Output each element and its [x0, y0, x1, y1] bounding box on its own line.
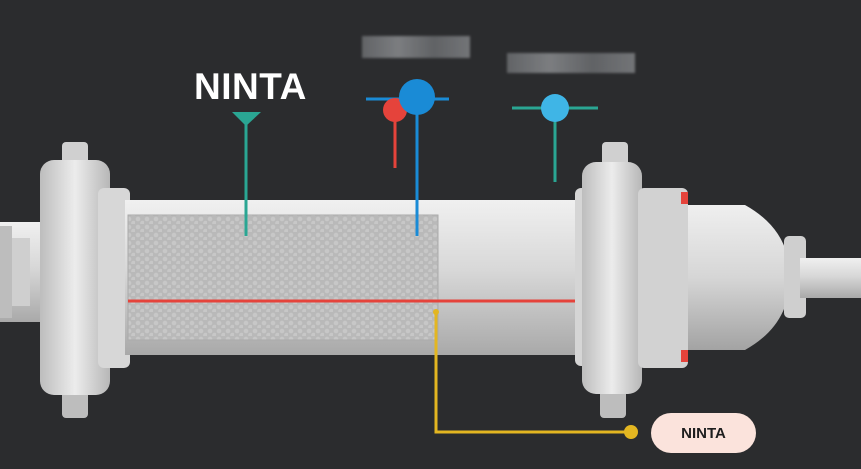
end-cap — [688, 205, 861, 350]
packed-column — [127, 214, 439, 341]
blurred-label-2 — [507, 53, 635, 73]
yellow-output-line — [433, 309, 638, 439]
top-sensor-label: NINTA — [194, 66, 307, 107]
blurred-label-1 — [362, 36, 470, 58]
left-flange — [40, 142, 130, 418]
light-blue-sensor — [512, 94, 598, 182]
right-flange — [575, 142, 688, 418]
output-label-pill: NINTA — [651, 413, 756, 453]
teal-sensor — [232, 112, 261, 236]
blue-sensor — [366, 79, 449, 236]
